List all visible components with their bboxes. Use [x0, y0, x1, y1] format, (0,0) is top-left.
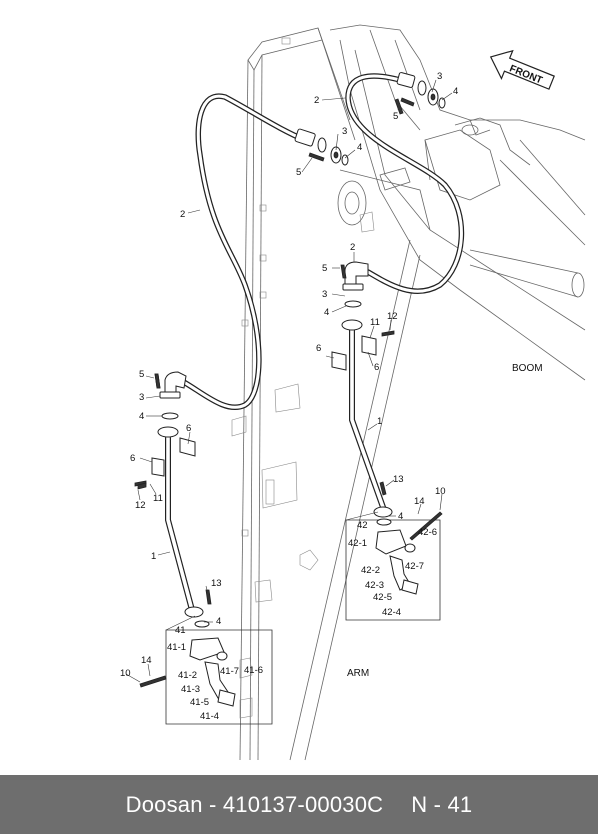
footer-part-number: Doosan - 410137-00030C [125, 791, 384, 817]
callout-4-top-right: 4 [453, 86, 458, 97]
hose-fitting-elbow-right [340, 261, 369, 308]
callout-10-right: 10 [435, 486, 446, 497]
callout-5-top-right: 5 [393, 111, 398, 122]
pipe-left [134, 426, 204, 618]
callout-41: 41 [175, 625, 186, 636]
callouts: 2 2 3 4 5 3 4 5 2 5 3 4 11 12 6 6 1 BOOM… [120, 71, 543, 722]
hose-fitting-elbow-left [154, 371, 187, 420]
front-arrow-icon: FRONT [489, 49, 555, 90]
callout-41-1: 41-1 [167, 642, 186, 653]
callout-6-left-a: 6 [186, 423, 191, 434]
callout-3-right: 3 [322, 289, 327, 300]
callout-3-top-right: 3 [437, 71, 442, 82]
callout-6-right-b: 6 [374, 362, 379, 373]
pipe-right [331, 319, 395, 518]
callout-4-left: 4 [139, 411, 144, 422]
callout-5-top-left: 5 [296, 167, 301, 178]
callout-11-left: 11 [153, 493, 163, 504]
callout-41-2: 41-2 [178, 670, 197, 681]
callout-42-2: 42-2 [361, 565, 380, 576]
callout-10-left: 10 [120, 668, 131, 679]
callout-4-detail-right: 4 [398, 511, 403, 522]
callout-41-6: 41-6 [244, 665, 263, 676]
callout-6-right-a: 6 [316, 343, 321, 354]
callout-4-detail-left: 4 [216, 616, 221, 627]
callout-2-top: 2 [314, 95, 319, 106]
callout-6-left-b: 6 [130, 453, 135, 464]
callout-42-3: 42-3 [365, 580, 384, 591]
callout-4-top-left: 4 [357, 142, 362, 153]
arm-label: ARM [347, 668, 369, 679]
boom-label: BOOM [512, 363, 543, 374]
detail-box-42 [345, 511, 443, 621]
detail-box-41 [139, 589, 273, 725]
hose-fitting-top-right [396, 72, 446, 109]
callout-14-right: 14 [414, 496, 425, 507]
callout-42-5: 42-5 [373, 592, 392, 603]
callout-42-4: 42-4 [382, 607, 401, 618]
callout-3-top-left: 3 [342, 126, 347, 137]
callout-42: 42 [357, 520, 368, 531]
parts-diagram: FRONT [120, 24, 586, 761]
callout-5-left: 5 [139, 369, 144, 380]
callout-41-7: 41-7 [220, 666, 239, 677]
hose-fitting-top-left [294, 128, 349, 166]
hose-long [177, 93, 308, 410]
callout-12-left: 12 [135, 500, 146, 511]
callout-14-left: 14 [141, 655, 152, 666]
callout-3-left: 3 [139, 392, 144, 403]
callout-41-4: 41-4 [200, 711, 219, 722]
callout-1-left: 1 [151, 551, 156, 562]
callout-42-6: 42-6 [418, 527, 437, 538]
hose-upper [345, 73, 465, 295]
footer-page-number: N - 41 [411, 791, 473, 817]
callout-13-left: 13 [211, 578, 222, 589]
callout-42-1: 42-1 [348, 538, 367, 549]
callout-41-3: 41-3 [181, 684, 200, 695]
footer-bar: Doosan - 410137-00030C N - 41 [0, 775, 598, 834]
leader-lines [125, 79, 453, 683]
callout-13-right: 13 [393, 474, 404, 485]
callout-2-right: 2 [350, 242, 355, 253]
callout-42-7: 42-7 [405, 561, 424, 572]
callout-4-right: 4 [324, 307, 329, 318]
callout-41-5: 41-5 [190, 697, 209, 708]
callout-11-right: 11 [370, 317, 380, 328]
callout-1-right: 1 [377, 416, 382, 427]
callout-12-right: 12 [387, 311, 398, 322]
callout-5-right: 5 [322, 263, 327, 274]
arm-structure [231, 27, 421, 761]
callout-2-left: 2 [180, 209, 185, 220]
